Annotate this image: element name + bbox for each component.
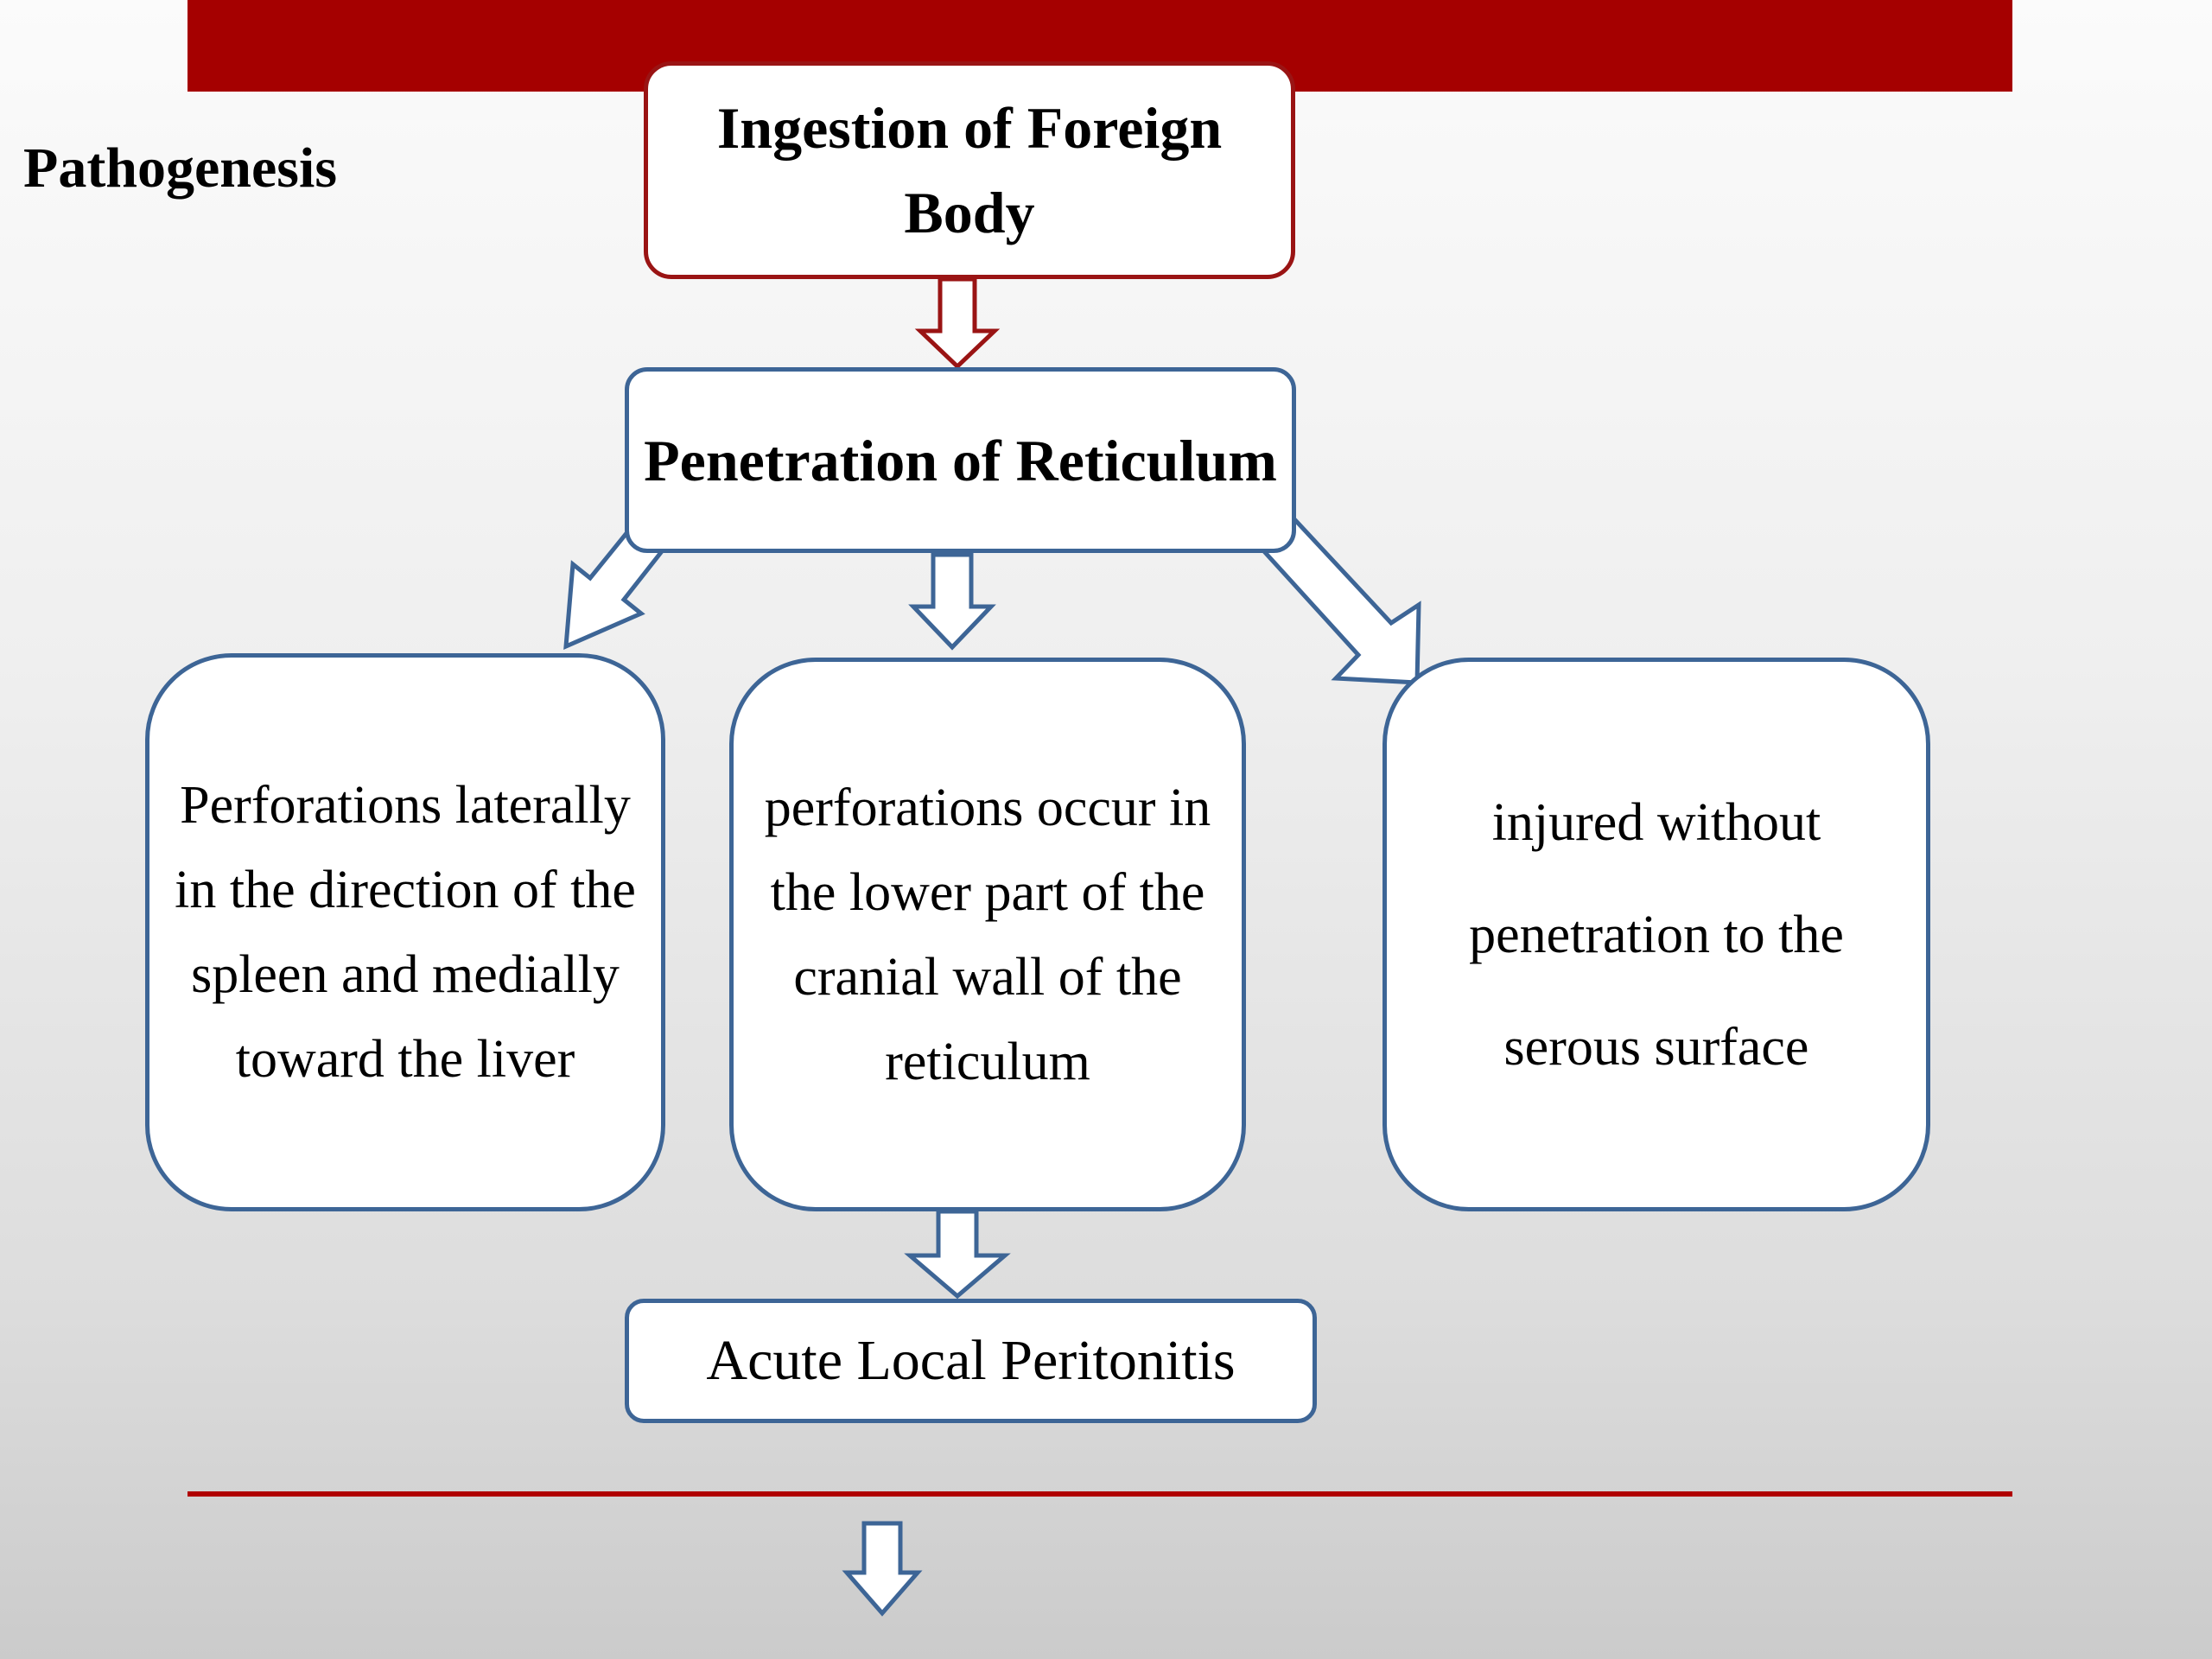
node-injury-without-penetration: injured without penetration to the serou… [1382,658,1930,1211]
arrow-penetration-to-left [563,524,665,650]
arrow-penetration-to-right [1260,518,1421,685]
node-lateral-medial-perforation: Perforations laterally in the direction … [145,653,665,1211]
arrow-middle-to-peritonitis [904,1209,1011,1300]
node-injury-without-penetration-label: injured without penetration to the serou… [1469,792,1844,1077]
arrow-ingestion-to-penetration [914,276,1001,370]
node-cranial-wall-perforation-label: perforations occur in the lower part of … [764,778,1211,1091]
node-cranial-wall-perforation: perforations occur in the lower part of … [729,658,1246,1211]
bottom-divider-line [188,1491,2012,1497]
node-penetration-label: Penetration of Reticulum [644,427,1277,493]
node-penetration-of-reticulum: Penetration of Reticulum [625,367,1296,553]
node-acute-local-peritonitis: Acute Local Peritonitis [625,1299,1317,1423]
node-lateral-medial-perforation-label: Perforations laterally in the direction … [175,776,636,1089]
arrow-penetration-to-middle [908,552,996,651]
node-peritonitis-label: Acute Local Peritonitis [706,1329,1236,1392]
node-ingestion-of-foreign-body: Ingestion of Foreign Body [644,61,1295,279]
node-ingestion-label: Ingestion of Foreign Body [716,95,1223,245]
slide-title: Pathogenesis [23,137,337,200]
arrow-bottom [842,1521,923,1617]
